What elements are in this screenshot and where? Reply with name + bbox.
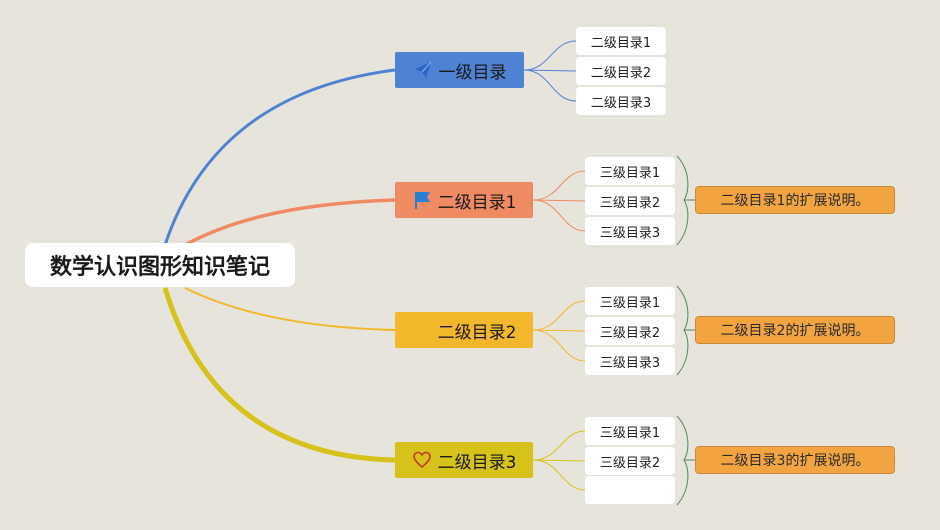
- summary-note-4[interactable]: 二级目录3的扩展说明。: [695, 446, 895, 474]
- subtopic-label: 三级目录3: [599, 355, 661, 371]
- summary-note-label: 二级目录1的扩展说明。: [720, 193, 870, 209]
- subtopic[interactable]: 三级目录2: [585, 317, 675, 345]
- subtopic[interactable]: 三级目录1: [585, 157, 675, 185]
- subtopic-label: 二级目录3: [590, 95, 652, 111]
- subtopic[interactable]: 二级目录3: [576, 87, 666, 115]
- main-topic-1-label: 一级目录: [438, 62, 507, 83]
- subtopic[interactable]: 三级目录3: [585, 217, 675, 245]
- main-topic-3[interactable]: 二级目录2: [395, 312, 533, 348]
- subtopic[interactable]: 三级目录2: [585, 447, 675, 475]
- branch-2-child-links: [532, 170, 586, 232]
- subtopic-label: 二级目录2: [590, 65, 652, 81]
- subtopic[interactable]: 三级目录1: [585, 417, 675, 445]
- subtopic[interactable]: 三级目录1: [585, 287, 675, 315]
- subtopic-label: 三级目录2: [599, 195, 661, 211]
- subtopic-label: 三级目录1: [599, 295, 661, 311]
- subtopic-label: 三级目录3: [599, 225, 661, 241]
- trunk-branch-1: [163, 68, 396, 246]
- subtopic-label: 三级目录2: [599, 325, 661, 341]
- branch-4-child-links: [532, 430, 586, 491]
- summary-note-3[interactable]: 二级目录2的扩展说明。: [695, 316, 895, 344]
- main-topic-1[interactable]: 一级目录: [395, 52, 524, 88]
- subtopic[interactable]: 三级目录2: [585, 187, 675, 215]
- subtopic-label: 二级目录1: [590, 35, 652, 51]
- main-topic-4[interactable]: 二级目录3: [395, 442, 533, 478]
- main-topic-4-label: 二级目录3: [437, 452, 517, 473]
- trunk-branch-3: [184, 287, 396, 331]
- root-topic[interactable]: 数学认识图形知识笔记: [25, 243, 295, 287]
- trunk-branch-4: [162, 287, 396, 463]
- paper-plane-icon: [413, 60, 433, 80]
- flag-icon: [412, 190, 432, 210]
- summary-note-2[interactable]: 二级目录1的扩展说明。: [695, 186, 895, 214]
- root-topic-label: 数学认识图形知识笔记: [49, 255, 270, 280]
- subtopic-label: 三级目录1: [599, 425, 661, 441]
- main-topic-3-label: 二级目录2: [437, 322, 517, 343]
- branch-3-child-links: [532, 300, 586, 362]
- subtopic[interactable]: 二级目录1: [576, 27, 666, 55]
- summary-note-label: 二级目录2的扩展说明。: [720, 323, 870, 339]
- subtopic-label: 三级目录2: [599, 455, 661, 471]
- trunk-branch-2: [184, 198, 396, 247]
- subtopic[interactable]: 三级目录3: [585, 347, 675, 375]
- heart-icon: [412, 450, 432, 470]
- main-topic-2[interactable]: 二级目录1: [395, 182, 533, 218]
- subtopic-empty[interactable]: [585, 476, 675, 504]
- branch-1-child-links: [523, 40, 577, 102]
- subtopic-label: 三级目录1: [599, 165, 661, 181]
- subtopic[interactable]: 二级目录2: [576, 57, 666, 85]
- summary-note-label: 二级目录3的扩展说明。: [720, 453, 870, 469]
- main-topic-2-label: 二级目录1: [437, 192, 517, 213]
